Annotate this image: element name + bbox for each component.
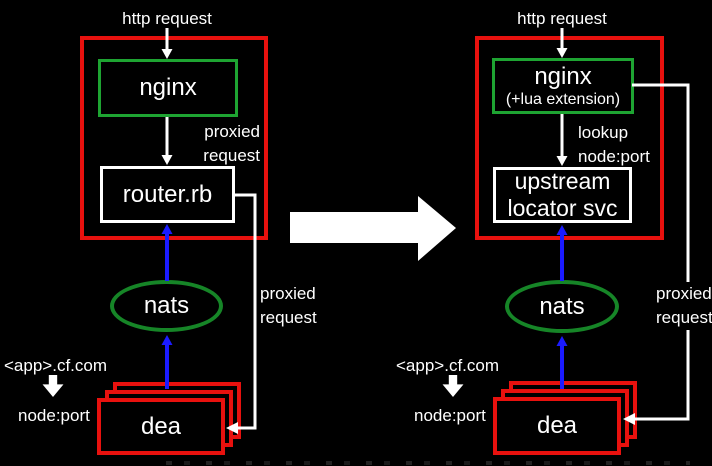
left-router-label: router.rb	[122, 180, 213, 208]
left-node-port-label: node:port	[18, 406, 90, 425]
left-proxied-request-side-label: proxied request	[260, 282, 317, 330]
right-lookup-node-port-label: lookup node:port	[578, 121, 650, 169]
right-nats-ellipse: nats	[505, 280, 619, 333]
left-nats-label: nats	[143, 292, 190, 319]
right-lookup-line2: node:port	[578, 147, 650, 166]
left-down-arrow-icon	[42, 375, 64, 397]
left-app-domain-label: <app>.cf.com	[4, 356, 108, 375]
bottom-edge-artifact	[150, 461, 690, 465]
right-nats-label: nats	[539, 292, 585, 320]
right-nginx-box: nginx (+lua extension)	[492, 58, 634, 114]
left-nginx-box: nginx	[98, 59, 238, 117]
left-dea-box-front: dea	[97, 398, 225, 455]
transition-block-arrow-icon	[290, 196, 456, 261]
left-proxied-request-top-line1: proxied	[204, 122, 260, 141]
left-proxied-request-side-line2: request	[260, 308, 317, 327]
left-proxied-request-top-line2: request	[203, 146, 260, 165]
right-upstream-label-line2: locator svc	[507, 195, 618, 221]
right-app-domain-label: <app>.cf.com	[396, 356, 500, 375]
right-proxied-request-side-label: proxied request	[653, 282, 712, 330]
right-proxied-request-side-line1: proxied	[656, 284, 712, 303]
left-dea-nats-arrowhead-icon	[161, 335, 173, 345]
left-router-boundary-frame	[80, 36, 268, 240]
left-proxied-request-side-line1: proxied	[260, 284, 316, 303]
right-lookup-line1: lookup	[578, 123, 629, 142]
right-dea-label: dea	[536, 412, 578, 439]
right-dea-box-front: dea	[493, 397, 621, 455]
left-router-box: router.rb	[100, 166, 235, 223]
right-down-arrow-icon	[442, 375, 464, 397]
left-nats-ellipse: nats	[110, 280, 223, 332]
left-dea-label: dea	[140, 412, 182, 440]
right-nginx-sublabel: (+lua extension)	[505, 90, 621, 108]
right-proxied-request-side-line2: request	[656, 308, 712, 327]
right-upstream-locator-box: upstream locator svc	[493, 167, 632, 223]
right-nginx-label: nginx	[534, 62, 592, 90]
left-http-request-label: http request	[122, 9, 212, 28]
left-nginx-label: nginx	[139, 74, 197, 101]
left-proxied-request-top-label: proxied request	[170, 120, 260, 168]
right-node-port-label: node:port	[414, 406, 486, 425]
right-dea-nats-arrowhead-icon	[556, 336, 568, 346]
right-upstream-label-line1: upstream	[514, 168, 611, 194]
right-http-request-label: http request	[517, 9, 607, 28]
